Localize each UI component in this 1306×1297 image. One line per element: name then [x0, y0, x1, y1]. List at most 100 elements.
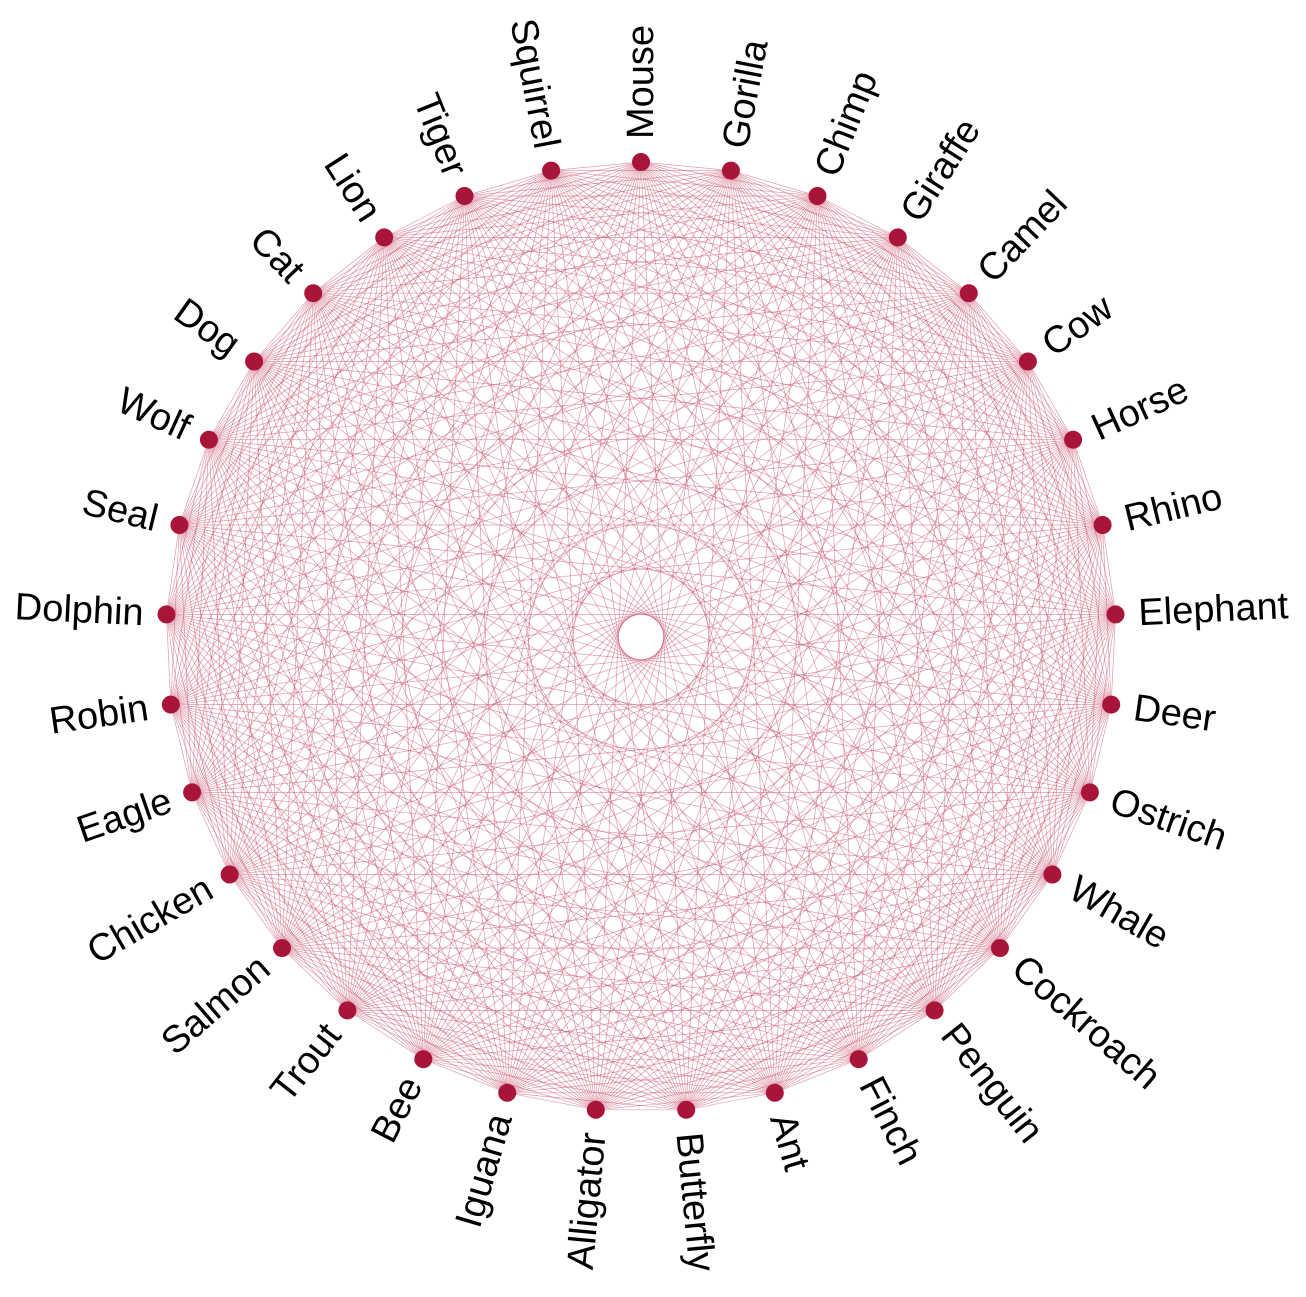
node-rhino	[1093, 516, 1112, 534]
edge-eagle-squirrel	[191, 170, 552, 793]
edge-robin-lion	[170, 237, 385, 705]
edge-whale-cockroach	[999, 874, 1053, 949]
edge-dog-tiger	[253, 195, 465, 362]
edge-mouse-camel	[640, 161, 969, 294]
edge-bee-robin	[170, 704, 424, 1060]
node-alligator	[586, 1100, 605, 1119]
edge-eagle-tiger	[191, 195, 465, 793]
label-butterfly: Butterfly	[667, 1131, 722, 1274]
edge-mouse-alligator	[595, 161, 642, 1110]
edge-alligator-trout	[347, 1010, 596, 1111]
label-ostrich: Ostrich	[1105, 780, 1232, 859]
edge-gorilla-camel	[730, 170, 969, 294]
edge-mouse-bee	[422, 161, 642, 1060]
edge-dolphin-seal	[166, 524, 180, 615]
node-whale	[1043, 865, 1062, 884]
label-camel: Camel	[970, 183, 1076, 291]
edge-gorilla-whale	[730, 170, 1053, 875]
edge-horse-eagle	[191, 439, 1074, 793]
edge-rhino-lion	[384, 237, 1103, 526]
edge-horse-trout	[347, 439, 1074, 1011]
edge-finch-robin	[170, 704, 859, 1060]
edge-deer-eagle	[192, 704, 1112, 793]
edge-giraffe-deer	[897, 237, 1112, 705]
edge-horse-cockroach	[999, 439, 1074, 949]
edge-finch-trout	[347, 1010, 859, 1060]
edge-chicken-dog	[229, 361, 255, 875]
edge-trout-dolphin	[166, 614, 348, 1011]
edge-horse-deer	[1072, 439, 1112, 705]
node-butterfly	[677, 1100, 696, 1119]
edge-trout-cat	[312, 293, 348, 1011]
edge-whale-squirrel	[550, 170, 1053, 875]
edge-butterfly-robin	[170, 704, 687, 1111]
edge-deer-squirrel	[550, 170, 1112, 705]
edge-iguana-tiger	[464, 195, 508, 1093]
edge-gorilla-robin	[170, 170, 732, 705]
edge-mouse-cat	[313, 161, 642, 294]
edge-bee-seal	[179, 524, 424, 1060]
edge-horse-bee	[423, 439, 1074, 1060]
edge-mouse-butterfly	[640, 161, 687, 1110]
edge-trout-robin	[170, 704, 348, 1011]
edge-whale-finch	[858, 874, 1053, 1060]
edge-iguana-wolf	[208, 439, 508, 1093]
edge-camel-alligator	[595, 293, 970, 1110]
edge-mouse-wolf	[208, 161, 642, 440]
edge-lion-tiger	[384, 195, 465, 238]
edge-penguin-lion	[383, 237, 935, 1011]
edge-chicken-wolf	[208, 439, 230, 875]
center-hole	[619, 615, 663, 659]
edge-camel-salmon	[281, 292, 970, 949]
edge-mouse-gorilla	[640, 161, 731, 171]
edge-eagle-robin	[170, 704, 193, 793]
node-dog	[245, 352, 264, 371]
edge-alligator-squirrel	[550, 170, 597, 1110]
label-gorilla: Gorilla	[715, 35, 777, 152]
label-iguana: Iguana	[448, 1108, 521, 1232]
edge-bee-dolphin	[166, 614, 424, 1060]
edge-dolphin-tiger	[166, 195, 465, 615]
label-finch: Finch	[851, 1070, 931, 1172]
edge-mouse-horse	[640, 161, 1074, 440]
edge-penguin-tiger	[464, 195, 935, 1011]
edge-finch-squirrel	[550, 170, 860, 1060]
edge-cockroach-alligator	[595, 947, 1001, 1111]
edge-butterfly-tiger	[464, 195, 687, 1110]
edge-rhino-eagle	[192, 524, 1103, 793]
edge-gorilla-ant	[730, 170, 776, 1093]
edge-alligator-robin	[170, 704, 597, 1111]
edge-chimp-cockroach	[817, 195, 1001, 949]
edge-iguana-chicken	[229, 874, 508, 1094]
label-robin: Robin	[47, 687, 151, 743]
label-seal: Seal	[78, 481, 162, 540]
edge-whale-dog	[253, 361, 1053, 875]
edge-camel-lion	[384, 237, 969, 294]
edge-cockroach-seal	[179, 524, 1001, 949]
edge-iguana-robin	[170, 704, 508, 1094]
edge-ostrich-squirrel	[550, 170, 1091, 793]
edge-tiger-squirrel	[464, 170, 552, 197]
edge-elephant-robin	[170, 614, 1116, 705]
edge-ant-trout	[347, 1010, 775, 1094]
label-horse: Horse	[1085, 369, 1195, 449]
edge-horse-rhino	[1072, 439, 1103, 526]
edge-giraffe-salmon	[281, 237, 899, 949]
edge-horse-seal	[179, 439, 1074, 526]
edge-ant-tiger	[464, 195, 776, 1093]
edge-alligator-iguana	[507, 1092, 596, 1111]
edge-rhino-ostrich	[1089, 524, 1103, 793]
edge-chimp-horse	[817, 195, 1074, 440]
edge-mouse-finch	[640, 161, 860, 1060]
label-deer: Deer	[1131, 687, 1219, 740]
edge-penguin-robin	[170, 704, 935, 1011]
edge-gorilla-dog	[253, 170, 732, 362]
edge-ant-dolphin	[166, 614, 776, 1094]
label-chicken: Chicken	[80, 868, 220, 973]
edge-chicken-seal	[179, 524, 230, 875]
edge-iguana-cat	[312, 293, 508, 1093]
edge-cockroach-wolf	[208, 439, 1001, 949]
edge-mouse-squirrel	[551, 161, 642, 171]
edge-rhino-wolf	[208, 439, 1103, 526]
edge-whale-tiger	[464, 195, 1053, 875]
